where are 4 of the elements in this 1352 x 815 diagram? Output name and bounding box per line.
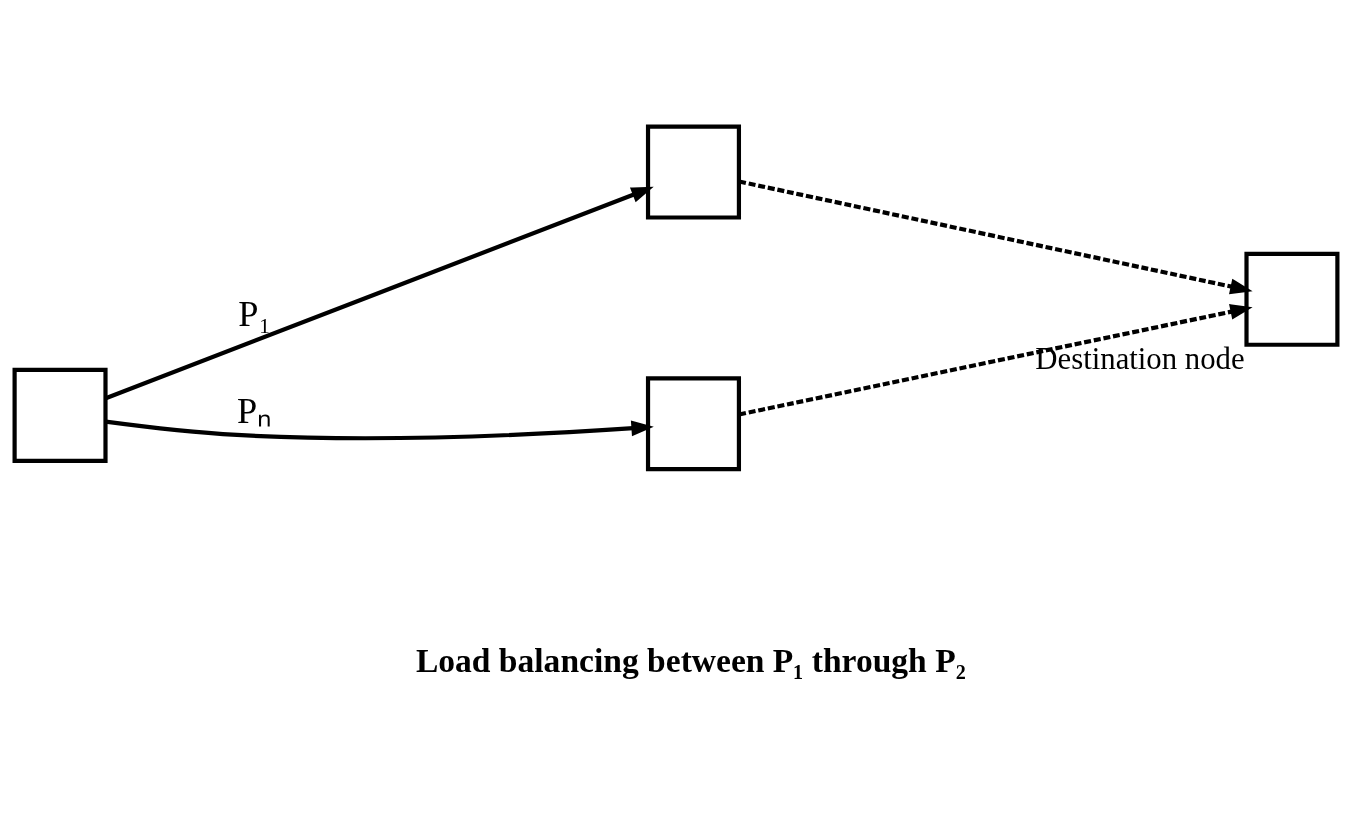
label: Load balancing between P₁ through P₂ (415, 641, 966, 679)
edge-label: P₁ (238, 293, 272, 334)
edge-label: Pₙ (236, 390, 273, 431)
node-label: Destination node (1035, 341, 1245, 376)
